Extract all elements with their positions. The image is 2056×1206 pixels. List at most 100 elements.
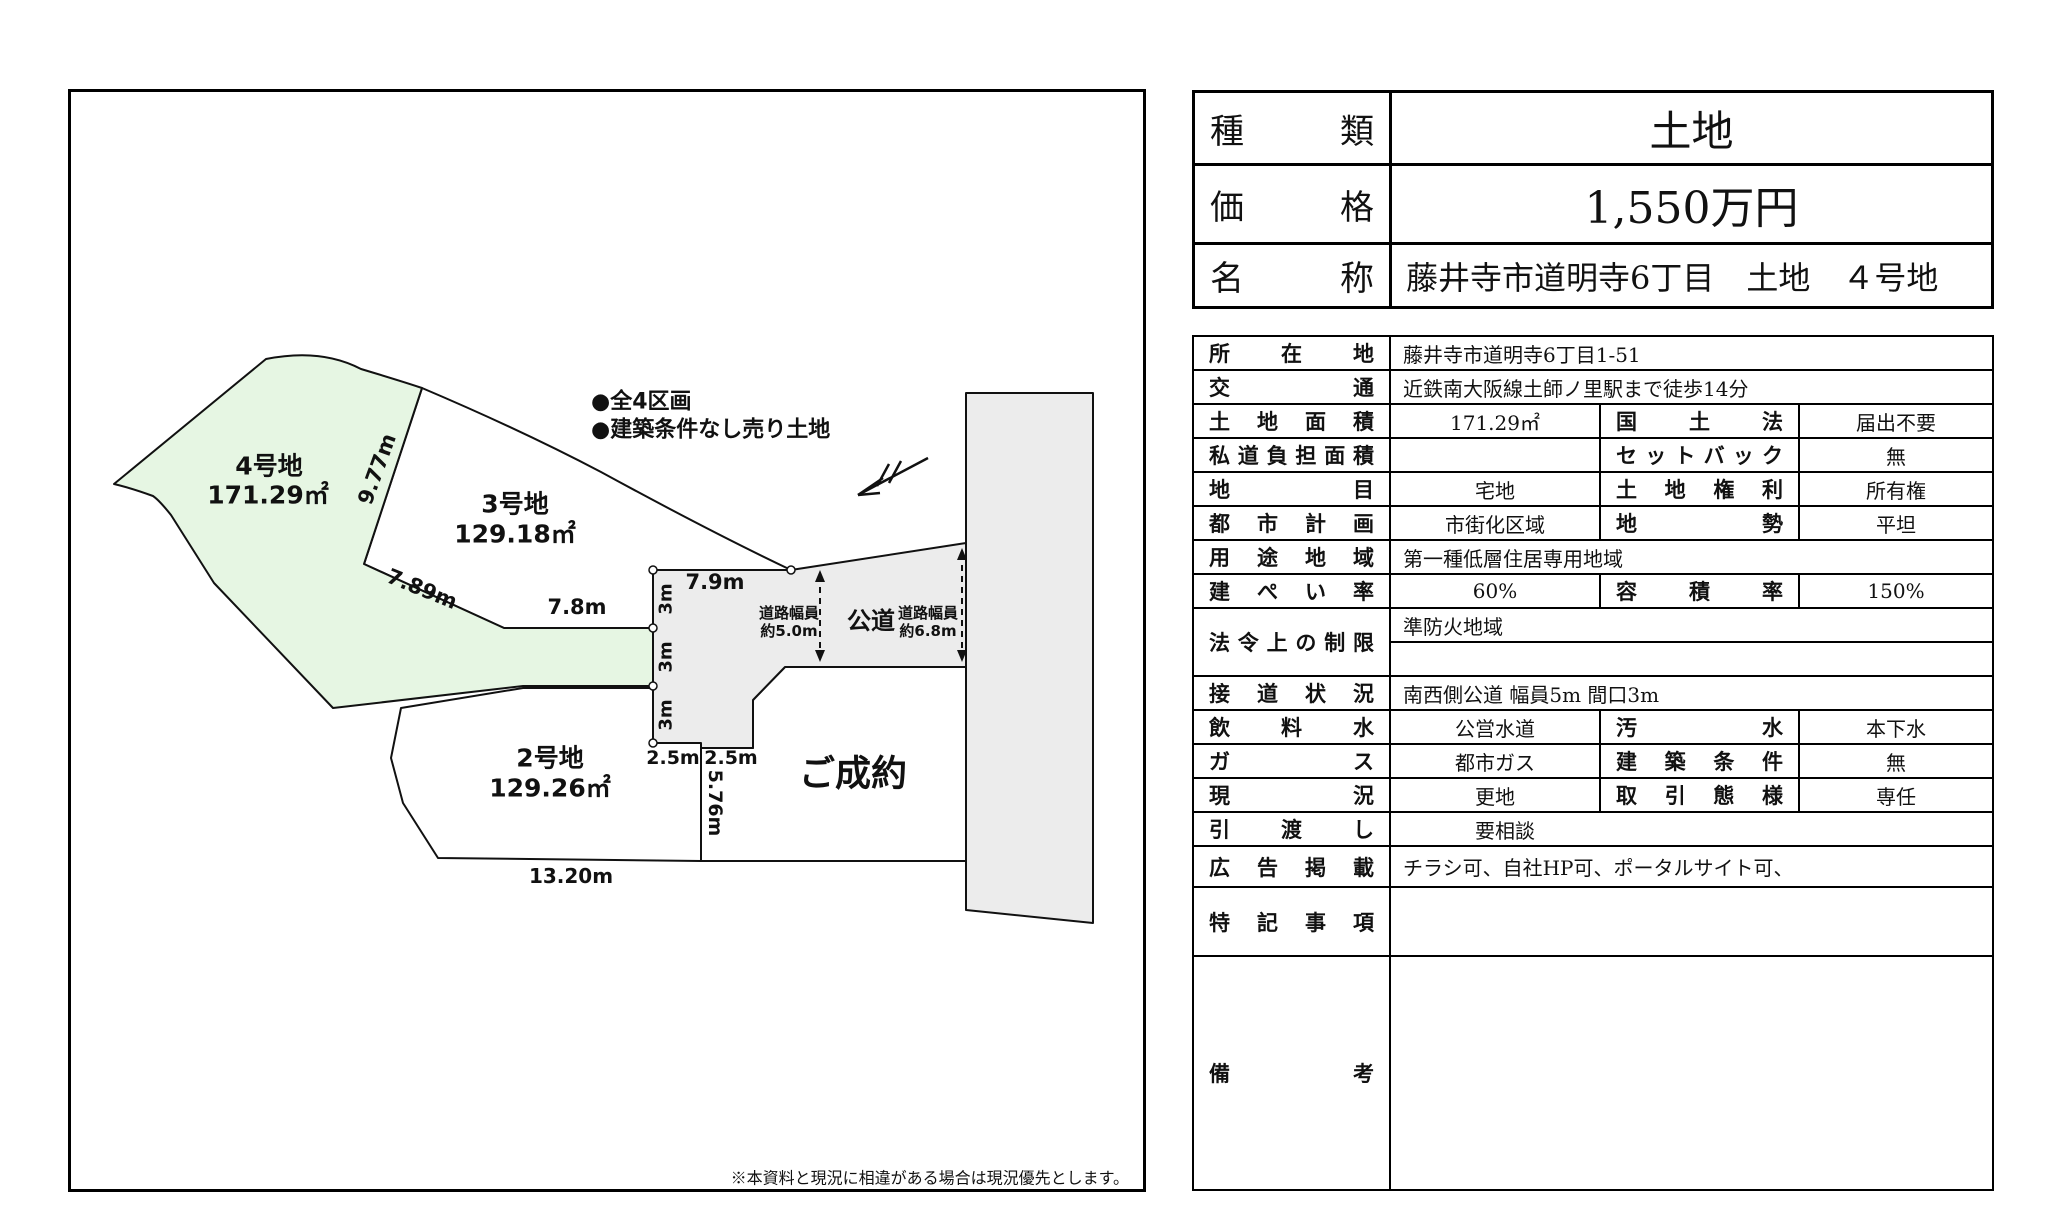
name-label-cell: 名称 <box>1195 245 1392 306</box>
road-width-arrow-left <box>815 570 825 662</box>
price-label-cell: 価格 <box>1195 166 1392 242</box>
land-category-label-cell: 地目 <box>1194 473 1391 505</box>
transaction-type-label-cell: 取引態様 <box>1601 779 1800 811</box>
table-row: 都市計画 市街化区域 地勢 平坦 <box>1194 507 1992 541</box>
table-row: 現況 更地 取引態様 専任 <box>1194 779 1992 813</box>
topography-value-cell: 平坦 <box>1876 512 1916 537</box>
vertex-marker <box>648 738 658 748</box>
summary-table: 種類 土地 価格 1,550万円 名称 藤井寺市道明寺6丁目 土地 ４号地 <box>1192 90 1994 309</box>
lot4-area-label: 171.29㎡ <box>207 481 328 510</box>
zoning-label-cell: 用途地域 <box>1194 541 1391 573</box>
advertising-label-cell: 広告掲載 <box>1194 847 1391 886</box>
private-road-label-cell: 私道負担面積 <box>1194 439 1391 471</box>
table-row: 法令上の制限 準防火地域 <box>1194 609 1992 677</box>
road-access-value-cell: 南西側公道 幅員5m 間口3m <box>1403 682 1660 707</box>
legal-restrictions-label-cell: 法令上の制限 <box>1194 609 1391 675</box>
legal-restrictions-value-cell: 準防火地域 <box>1391 609 1992 675</box>
transport-value-cell: 近鉄南大阪線土師ノ里駅まで徒歩14分 <box>1403 376 1749 401</box>
lot4-name-label: 4号地 <box>235 452 302 481</box>
table-row: 土地面積 171.29㎡ 国土法 届出不要 <box>1194 405 1992 439</box>
land-category-value-cell: 宅地 <box>1391 473 1601 505</box>
lot2-area-label: 129.26㎡ <box>489 774 610 803</box>
road-width-right-value: 約6.8m <box>899 622 956 640</box>
table-row: 地目 宅地 土地権利 所有権 <box>1194 473 1992 507</box>
name-value-cell: 藤井寺市道明寺6丁目 土地 ４号地 <box>1406 258 1939 297</box>
transport-label-cell: 交通 <box>1194 371 1391 403</box>
lot4-shape <box>113 354 654 709</box>
price-value-cell: 1,550万円 <box>1584 183 1799 234</box>
dim-13_20m-label: 13.20m <box>529 864 613 888</box>
sold-lot-label: ご成約 <box>799 754 907 795</box>
special-notes-value-cell <box>1391 888 1992 955</box>
water-supply-label-cell: 飲料水 <box>1194 711 1391 743</box>
type-value-cell: 土地 <box>1649 106 1734 156</box>
vertex-marker <box>648 565 658 575</box>
note-line-2: ●建築条件なし売り土地 <box>591 417 830 443</box>
vertex-marker <box>648 623 658 633</box>
setback-label-cell: セットバック <box>1601 439 1800 471</box>
national-land-act-value-cell: 届出不要 <box>1856 410 1936 435</box>
land-area-value-cell: 171.29㎡ <box>1391 405 1601 437</box>
road-strip-shape <box>965 392 1094 924</box>
national-land-act-label-cell: 国土法 <box>1601 405 1800 437</box>
lot3-shape <box>363 387 792 629</box>
setback-value-cell: 無 <box>1886 444 1906 469</box>
road-label: 公道 <box>847 607 895 635</box>
sewage-label-cell: 汚水 <box>1601 711 1800 743</box>
table-row: 価格 1,550万円 <box>1195 166 1991 245</box>
land-rights-value-cell: 所有権 <box>1866 478 1926 503</box>
dim-3m-label-3: 3m <box>656 699 677 730</box>
note-line-1: ●全4区画 <box>591 389 692 415</box>
dim-7_9m-label: 7.9m <box>685 570 744 594</box>
table-row: 引渡し 要相談 <box>1194 813 1992 847</box>
plot-diagram-panel: ●全4区画 ●建築条件なし売り土地 4号地 171.29㎡ 3号地 129.18… <box>68 89 1146 1192</box>
compass-mark <box>857 456 929 497</box>
vertex-marker <box>786 565 796 575</box>
table-row: 用途地域 第一種低層住居専用地域 <box>1194 541 1992 575</box>
zoning-value-cell: 第一種低層住居専用地域 <box>1403 546 1623 571</box>
vertex-marker <box>648 681 658 691</box>
table-row: 特記事項 <box>1194 888 1992 957</box>
table-row: 所在地 藤井寺市道明寺6丁目1-51 <box>1194 337 1992 371</box>
table-row: 接道状況 南西側公道 幅員5m 間口3m <box>1194 677 1992 711</box>
dim-2_5m-left-label: 2.5m <box>646 747 699 769</box>
address-label-cell: 所在地 <box>1194 337 1391 369</box>
address-value-cell: 藤井寺市道明寺6丁目1-51 <box>1403 342 1641 367</box>
table-row: 交通 近鉄南大阪線土師ノ里駅まで徒歩14分 <box>1194 371 1992 405</box>
detail-table: 所在地 藤井寺市道明寺6丁目1-51 交通 近鉄南大阪線土師ノ里駅まで徒歩14分… <box>1192 335 1994 1191</box>
private-road-value-cell <box>1391 439 1601 471</box>
lot2-name-label: 2号地 <box>516 744 583 773</box>
current-status-value-cell: 更地 <box>1391 779 1601 811</box>
topography-label-cell: 地勢 <box>1601 507 1800 539</box>
table-row: 建ぺい率 60% 容積率 150% <box>1194 575 1992 609</box>
building-conditions-value-cell: 無 <box>1886 750 1906 775</box>
table-row: ガス 都市ガス 建築条件 無 <box>1194 745 1992 779</box>
dim-3m-label-2: 3m <box>656 641 677 672</box>
floor-area-ratio-value-cell: 150% <box>1867 579 1925 603</box>
dim-7_8m-label: 7.8m <box>547 595 606 619</box>
transaction-type-value-cell: 専任 <box>1876 784 1916 809</box>
table-row: 備考 <box>1194 957 1992 1189</box>
gas-label-cell: ガス <box>1194 745 1391 777</box>
road-width-left-value: 約5.0m <box>760 622 817 640</box>
dim-2_5m-right-label: 2.5m <box>704 747 757 769</box>
remarks-label-cell: 備考 <box>1194 957 1391 1189</box>
current-status-label-cell: 現況 <box>1194 779 1391 811</box>
lot3-area-label: 129.18㎡ <box>454 520 575 549</box>
table-row: 名称 藤井寺市道明寺6丁目 土地 ４号地 <box>1195 245 1991 306</box>
road-width-arrow-right <box>957 548 967 662</box>
table-row: 飲料水 公営水道 汚水 本下水 <box>1194 711 1992 745</box>
land-area-label-cell: 土地面積 <box>1194 405 1391 437</box>
lot3-name-label: 3号地 <box>481 490 548 519</box>
special-notes-label-cell: 特記事項 <box>1194 888 1391 955</box>
city-planning-value-cell: 市街化区域 <box>1391 507 1601 539</box>
coverage-ratio-label-cell: 建ぺい率 <box>1194 575 1391 607</box>
water-supply-value-cell: 公営水道 <box>1391 711 1601 743</box>
land-rights-label-cell: 土地権利 <box>1601 473 1800 505</box>
table-row: 私道負担面積 セットバック 無 <box>1194 439 1992 473</box>
road-access-label-cell: 接道状況 <box>1194 677 1391 709</box>
type-label-cell: 種類 <box>1195 93 1392 163</box>
table-row: 広告掲載 チラシ可、自社HP可、ポータルサイト可、 <box>1194 847 1992 888</box>
coverage-ratio-value-cell: 60% <box>1391 575 1601 607</box>
road-shape <box>652 542 967 749</box>
